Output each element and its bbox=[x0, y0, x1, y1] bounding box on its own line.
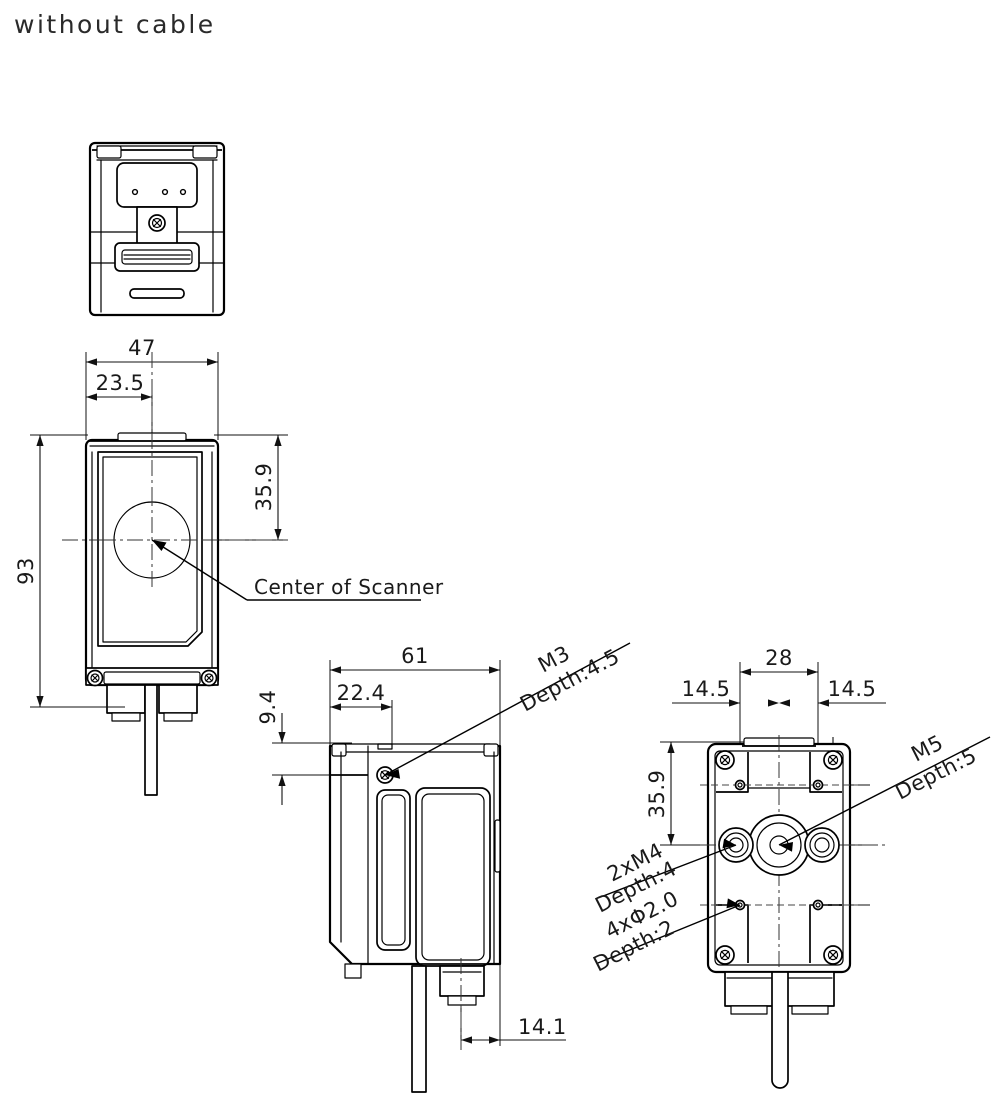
dim-value-61: 61 bbox=[401, 644, 429, 668]
dim-value-14p1: 14.1 bbox=[518, 1015, 567, 1039]
dim-value-22p4: 22.4 bbox=[337, 681, 386, 705]
dim-value-47: 47 bbox=[128, 336, 156, 360]
dim-22p4: 22.4 bbox=[330, 681, 393, 770]
dim-value-28: 28 bbox=[765, 646, 793, 670]
sheet-title: without cable bbox=[14, 10, 216, 39]
dim-93: 93 bbox=[14, 434, 88, 708]
dim-value-93: 93 bbox=[14, 557, 38, 585]
dim-value-35p9-front: 35.9 bbox=[252, 463, 276, 512]
corner-screws bbox=[715, 750, 843, 965]
rear-view: 28 14.5 14.5 3 bbox=[589, 646, 991, 1089]
dim-value-23p5: 23.5 bbox=[96, 371, 145, 395]
top-view bbox=[88, 141, 226, 317]
dim-9p4: 9.4 bbox=[256, 690, 352, 805]
center-of-scanner-label: Center of Scanner bbox=[254, 575, 444, 599]
dim-14p5-left: 14.5 bbox=[672, 677, 779, 707]
center-of-scanner-callout: Center of Scanner bbox=[151, 539, 444, 601]
dim-28: 28 bbox=[739, 646, 819, 744]
dim-35p9-front: 35.9 bbox=[214, 434, 288, 541]
dim-value-14p5-left: 14.5 bbox=[682, 677, 731, 701]
front-view: 47 23.5 93 bbox=[14, 336, 444, 796]
dim-35p9-rear: 35.9 bbox=[645, 741, 748, 846]
side-view: 61 22.4 9.4 bbox=[256, 641, 631, 1093]
dim-value-35p9-rear: 35.9 bbox=[645, 770, 669, 819]
dim-value-9p4: 9.4 bbox=[256, 690, 280, 725]
dim-14p5-right: 14.5 bbox=[779, 677, 886, 707]
dim-value-14p5-right: 14.5 bbox=[828, 677, 877, 701]
